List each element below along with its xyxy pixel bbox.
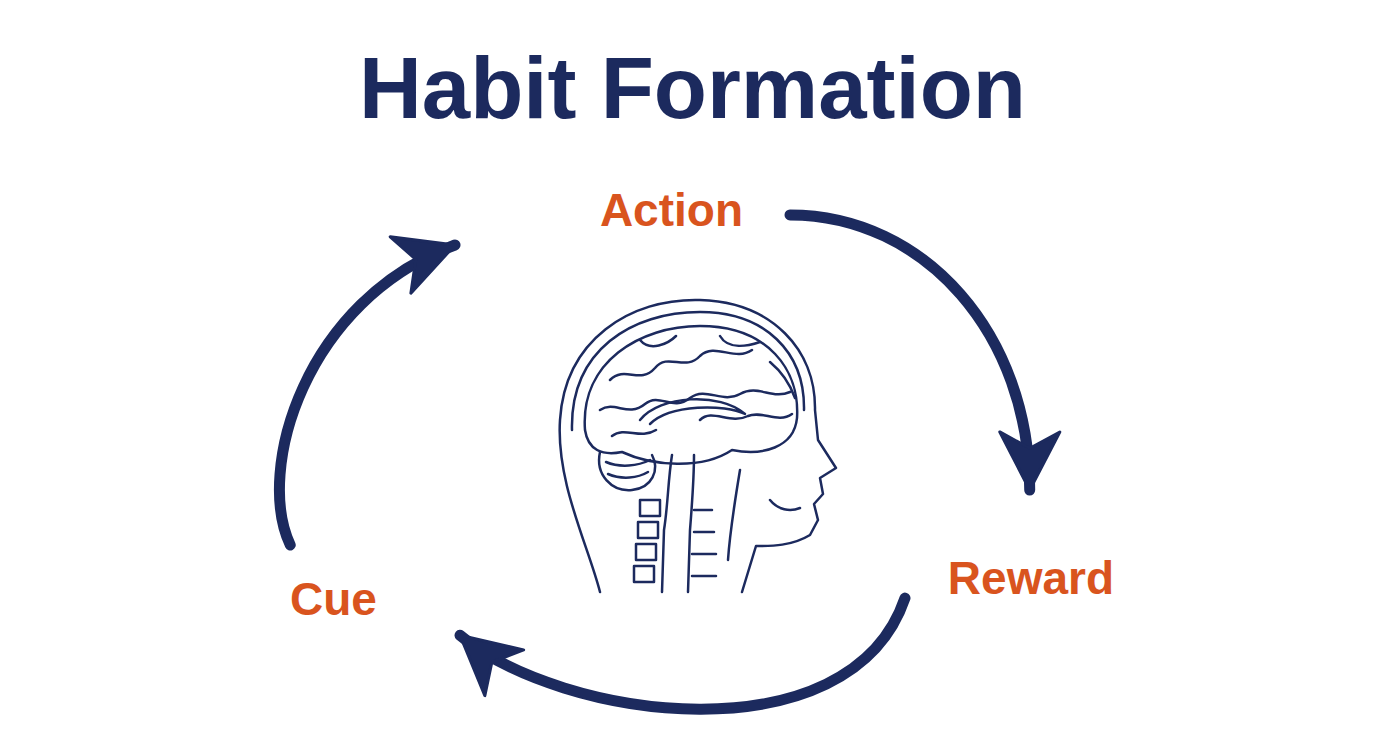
cycle-step: Cue <box>285 545 460 640</box>
skull-line <box>572 312 804 430</box>
corpus-callosum <box>640 399 745 424</box>
arrow-head <box>1000 432 1060 490</box>
head-outline <box>560 300 836 592</box>
brain-outline <box>585 326 797 464</box>
spine-vertebrae <box>634 500 716 582</box>
cerebellum <box>599 452 655 490</box>
throat-line <box>728 470 800 560</box>
brainstem <box>662 455 694 592</box>
arrow-head <box>460 635 524 695</box>
cycle-arrow <box>790 215 1060 490</box>
cycle-arrow <box>460 598 905 709</box>
step-label: Reward <box>948 552 1114 605</box>
cycle-step: Reward <box>905 490 1120 605</box>
arrow-line <box>790 215 1030 490</box>
cycle-arrow <box>279 237 455 545</box>
arrow-head <box>390 237 455 293</box>
diagram-title: Habit Formation <box>0 38 1385 138</box>
arrow-line <box>460 598 905 709</box>
cycle-step: Action <box>455 182 790 252</box>
step-label: Action <box>600 184 743 237</box>
arrow-line <box>279 245 455 545</box>
step-label: Cue <box>290 573 377 626</box>
brain-gyri <box>600 336 795 436</box>
